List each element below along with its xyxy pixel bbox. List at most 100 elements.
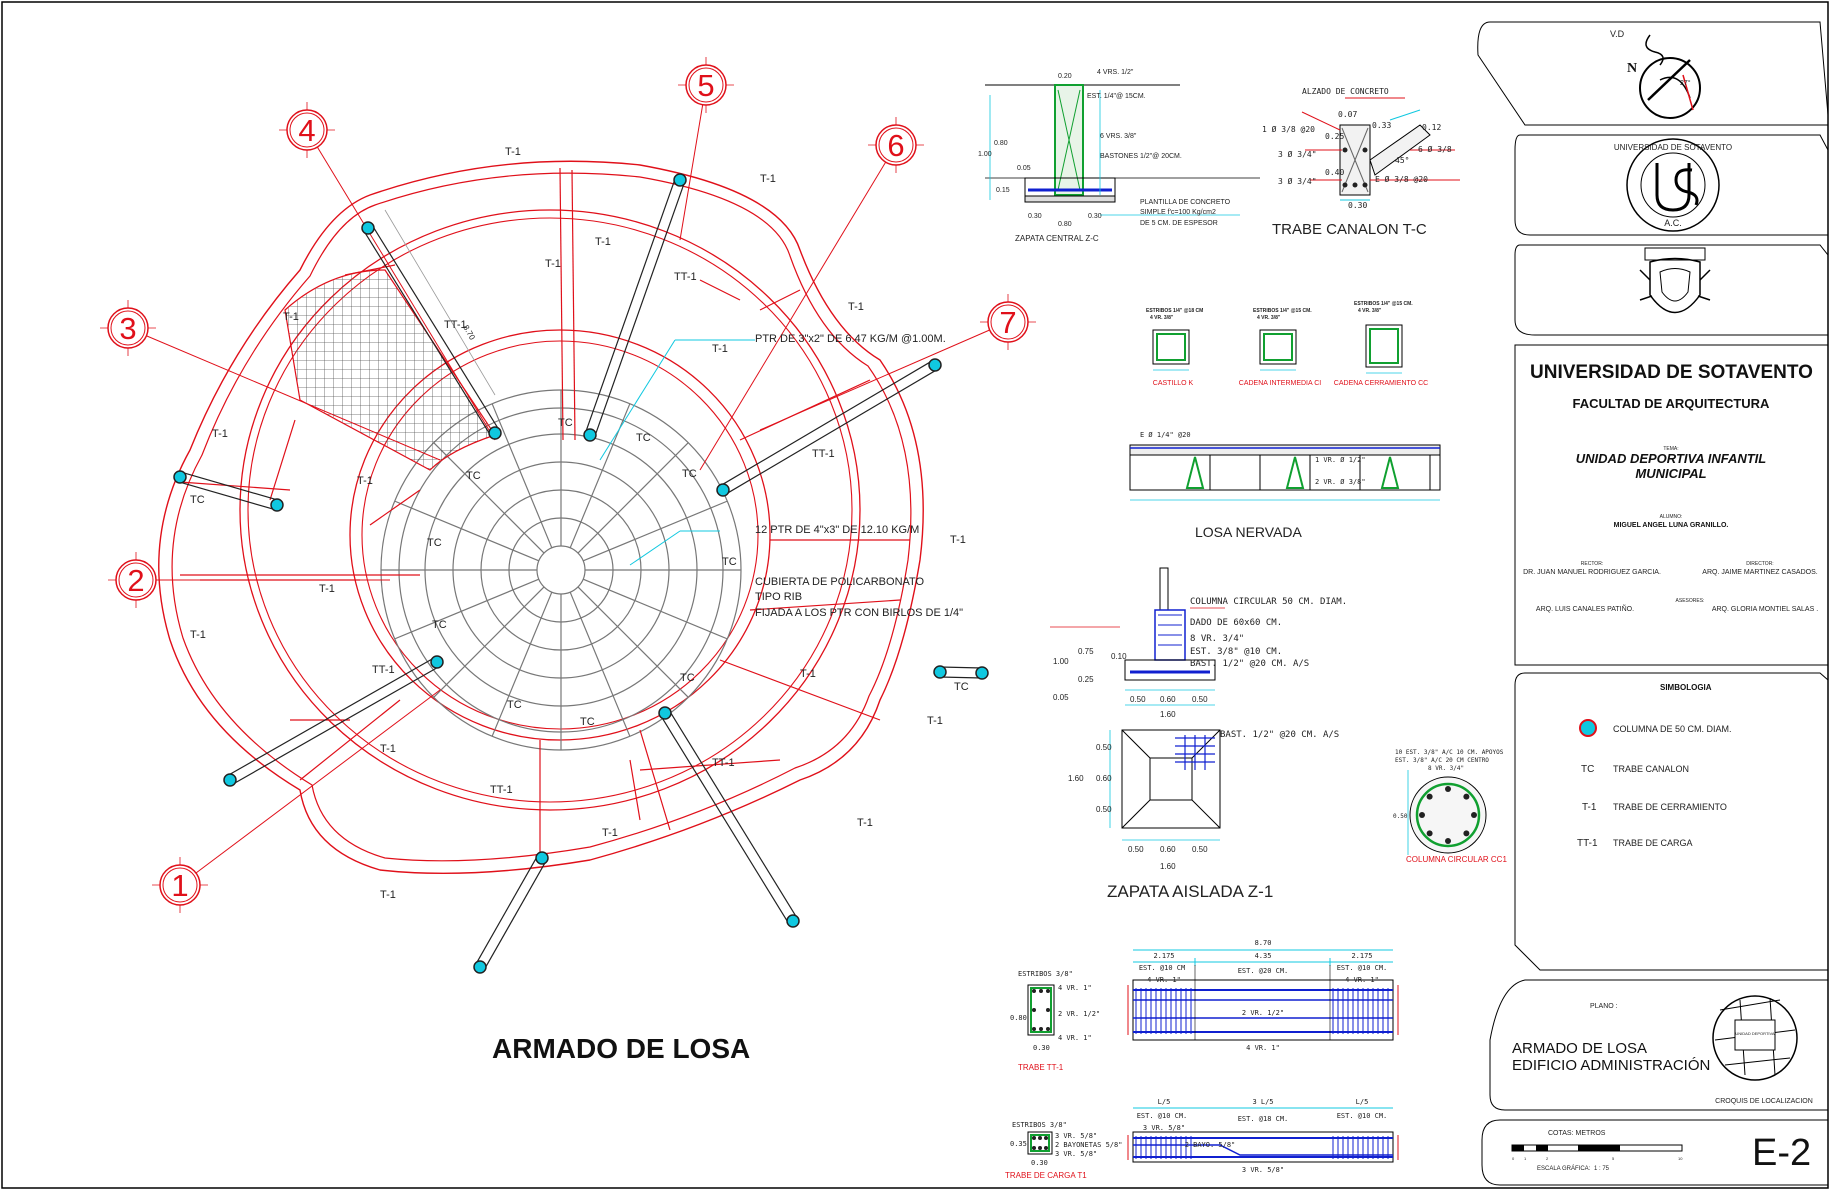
plan-label-tc: TC	[580, 716, 595, 728]
plan-label-tc: TC	[507, 699, 522, 711]
tema: UNIDAD DEPORTIVA INFANTIL	[1576, 451, 1766, 466]
scale-tick-5: 5	[1612, 1156, 1615, 1161]
column-icon	[223, 773, 237, 787]
tc-d3: 0.12	[1422, 123, 1441, 132]
angle-label: 27°	[1680, 79, 1691, 87]
plan-title: ARMADO DE LOSA	[492, 1033, 750, 1064]
t1-bot: 3 VR. 5/8"	[1242, 1166, 1284, 1174]
note-ptr1: PTR DE 3"x2" DE 6.47 KG/M @1.00M.	[755, 333, 946, 345]
director: ARQ. JAIME MARTINEZ CASADOS.	[1702, 569, 1817, 576]
plan-label-tt1: TT-1	[490, 784, 513, 796]
alumno-label: ALUMNO:	[1660, 514, 1683, 520]
rebar-dot	[1426, 793, 1433, 800]
tc-n1: ALZADO DE CONCRETO	[1302, 87, 1389, 96]
tc-n3: 3 Ø 3/4"	[1278, 149, 1317, 159]
axis-7: 7	[759, 294, 1036, 431]
za-d4: 1.60	[1068, 774, 1084, 783]
legend-tc-sym: TC	[1581, 764, 1594, 775]
plan-label-t1: T-1	[380, 889, 396, 901]
column-icon	[786, 914, 800, 928]
tema-label: TEMA:	[1663, 446, 1678, 452]
asesores-label: ASESORES:	[1676, 598, 1705, 604]
plano-label: PLANO :	[1590, 1003, 1618, 1010]
plan-label-t1: T-1	[602, 827, 618, 839]
legend-tt1: TT-1 TRABE DE CARGA	[1577, 838, 1693, 849]
university-seal-icon: UNIVERSIDAD DE SOTAVENTO A.C.	[1614, 138, 1732, 232]
zc-n7: DE 5 CM. DE ESPESOR	[1140, 220, 1218, 227]
croquis-label: CROQUIS DE LOCALIZACION	[1715, 1098, 1813, 1105]
zc-n5: PLANTILLA DE CONCRETO	[1140, 199, 1231, 206]
zc-n2: EST. 1/4"@ 15CM.	[1087, 93, 1146, 100]
column-icon	[430, 655, 444, 669]
za-d1: 0.50	[1096, 743, 1112, 752]
plan-label-tt1: TT-1	[674, 271, 697, 283]
plan-label-t1: T-1	[712, 343, 728, 355]
beam	[223, 655, 444, 787]
center-spoke	[569, 591, 631, 737]
t1-h: 0.35	[1010, 1140, 1027, 1148]
plan-label-tc: TC	[954, 681, 969, 693]
cd-d1: 0.75	[1078, 647, 1094, 656]
legend-t1: T-1 TRABE DE CERRAMIENTO	[1582, 802, 1727, 813]
asesor2: ARQ. GLORIA MONTIEL SALAS .	[1712, 606, 1818, 613]
za-d2: 0.60	[1096, 774, 1112, 783]
cd-d8: 0.50	[1192, 695, 1208, 704]
plan-label-t1: T-1	[357, 475, 373, 487]
cd-d3: 1.00	[1053, 657, 1069, 666]
axis-6: 6	[699, 117, 924, 471]
zc-n4: BASTONES 1/2"@ 20CM.	[1100, 153, 1182, 160]
tc-title: TRABE CANALON T-C	[1272, 221, 1427, 238]
detail-columna-dado: COLUMNA CIRCULAR 50 CM. DIAM. DADO DE 60…	[1050, 567, 1347, 719]
tc-n2: 1 Ø 3/8 @20	[1262, 124, 1315, 134]
simbologia-title: SIMBOLOGIA	[1660, 683, 1712, 692]
rebar-dot	[1463, 793, 1470, 800]
legend-tc: TC TRABE CANALON	[1581, 764, 1689, 775]
tc-n6: E Ø 3/8 @20	[1375, 174, 1428, 184]
tc-d5: 0.40	[1325, 168, 1344, 177]
section-note1: ESTRIBOS 1/4" @15 CM.	[1354, 301, 1413, 307]
cc-n1: 10 EST. 3/8" A/C 10 CM. APOYOS	[1395, 749, 1504, 756]
detail-columna-circular: 10 EST. 3/8" A/C 10 CM. APOYOS EST. 3/8"…	[1393, 749, 1507, 864]
axis-bubble	[115, 559, 157, 601]
cc-n2: EST. 3/8" A/C 20 CM CENTRO	[1395, 757, 1489, 764]
t1-label: TRABE DE CARGA T1	[1005, 1171, 1087, 1180]
t1-e1: EST. @10 CM.	[1137, 1112, 1188, 1120]
t1-e2: EST. @18 CM.	[1238, 1115, 1289, 1123]
cd-d2: 0.10	[1111, 652, 1127, 661]
tt1-w: 0.30	[1033, 1044, 1050, 1052]
axis-3: 3	[100, 300, 441, 461]
column-icon	[535, 851, 549, 865]
section-note2: 4 VR. 3/8"	[1150, 315, 1174, 321]
cd-d6: 0.50	[1130, 695, 1146, 704]
plano1: ARMADO DE LOSA	[1512, 1040, 1647, 1057]
cc-d1: 0.50	[1393, 813, 1408, 820]
legend-column-icon	[1579, 719, 1597, 737]
axis-bubble	[286, 109, 328, 151]
seal-ac: A.C.	[1664, 218, 1682, 228]
tc-d4: 0.25	[1325, 132, 1344, 141]
za-d3: 0.50	[1096, 805, 1112, 814]
tc-n5: 6 Ø 3/8	[1418, 144, 1452, 154]
cd-d5: 0.05	[1053, 693, 1069, 702]
detail-trabe-canalon: ALZADO DE CONCRETO 1 Ø 3/8 @20 3 Ø 3/4" …	[1262, 87, 1460, 238]
north-label: N	[1627, 61, 1637, 76]
t1-e3: EST. @10 CM.	[1337, 1112, 1388, 1120]
section-1: ESTRIBOS 1/4" @15 CM.4 VR. 3/8"CADENA IN…	[1239, 308, 1322, 387]
scale-tick-10: 10	[1678, 1156, 1683, 1161]
director-label: DIRECTOR:	[1746, 561, 1773, 567]
t1-top: 3 VR. 5/8"	[1143, 1124, 1185, 1132]
cd-n5: BAST. 1/2" @20 CM. A/S	[1190, 659, 1309, 669]
za-d5: 0.50	[1128, 845, 1144, 854]
plan-label-t1: T-1	[927, 715, 943, 727]
center-spoke	[582, 578, 728, 640]
column-icon	[173, 470, 187, 484]
rebar-dot	[1445, 838, 1451, 844]
section-label: CASTILLO K	[1153, 380, 1194, 387]
ln-n3: 2 VR. Ø 3/8"	[1315, 478, 1366, 486]
za-n1: BAST. 1/2" @20 CM. A/S	[1220, 730, 1339, 740]
zc-d8: 0.30	[1088, 213, 1102, 220]
plan-label-tt1: TT-1	[812, 448, 835, 460]
section-note1: ESTRIBOS 1/4" @18 CM	[1146, 308, 1203, 314]
